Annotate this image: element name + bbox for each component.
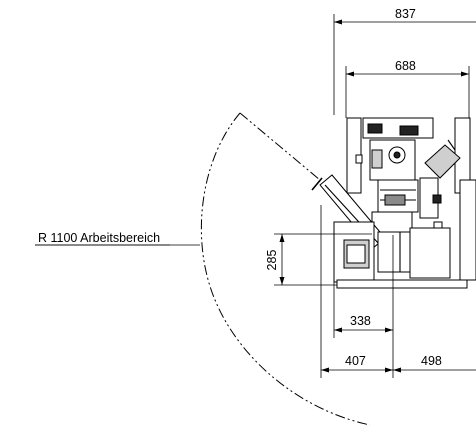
working-area-radius-line	[239, 112, 321, 181]
dim-688-arrow-right	[461, 71, 469, 77]
dim-407-arrow-left	[321, 367, 329, 373]
dim-837-text: 837	[395, 7, 416, 21]
dim-285-arrow-bottom	[279, 277, 285, 285]
dim-407-text: 407	[345, 354, 366, 368]
machine-body	[311, 117, 476, 289]
dim-498-text: 498	[421, 354, 442, 368]
dim-285-arrow-top	[279, 234, 285, 242]
working-area-arc	[200, 112, 371, 426]
working-area-label: R 1100 Arbeitsbereich	[38, 231, 160, 245]
dim-688-arrow-left	[346, 71, 354, 77]
dim-407-arrow-right	[385, 367, 393, 373]
dim-338-arrow-right	[385, 327, 393, 333]
dim-688-text: 688	[395, 59, 416, 73]
dim-338-arrow-left	[334, 327, 342, 333]
dim-285-text: 285	[265, 250, 279, 271]
dim-338-text: 338	[350, 314, 371, 328]
dim-498-arrow-left	[393, 367, 401, 373]
dim-837-arrow	[334, 19, 342, 25]
